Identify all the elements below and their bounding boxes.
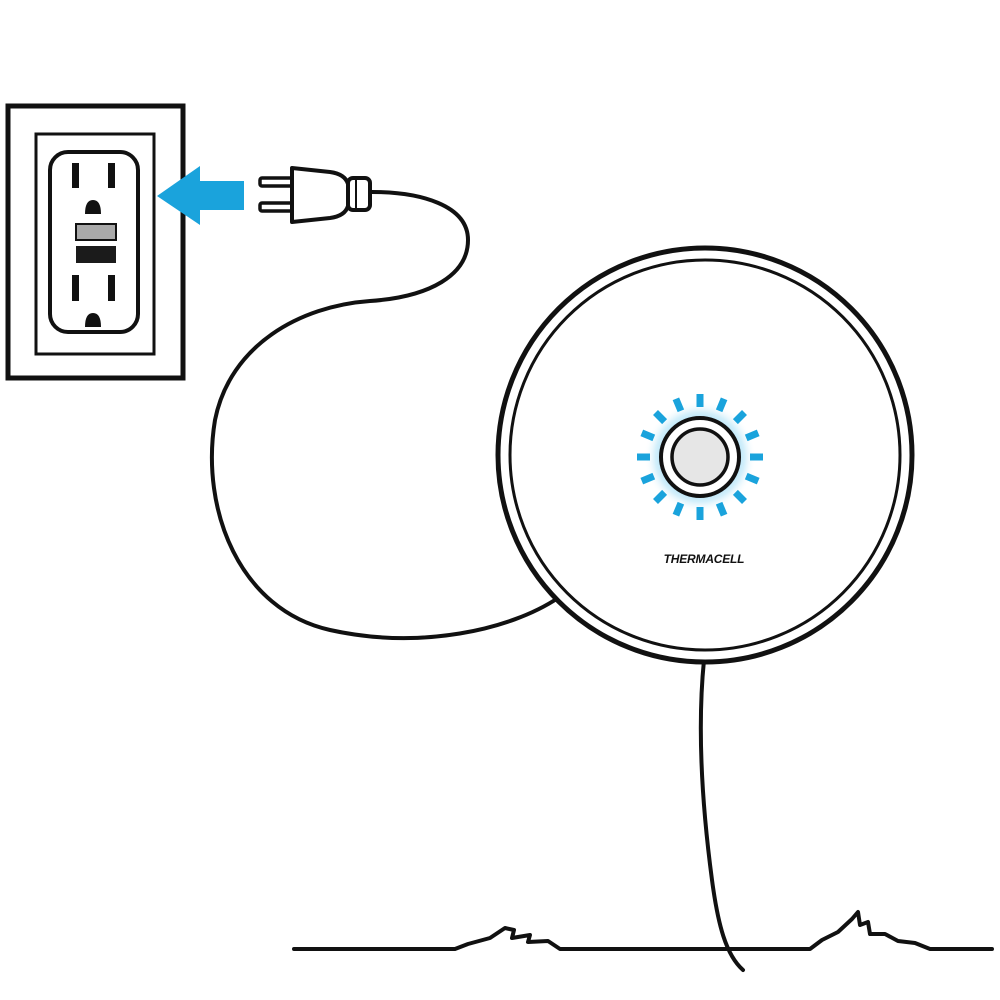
outlet-slot-left-top	[72, 163, 79, 188]
power-plug-icon	[258, 166, 372, 224]
indicator-ray	[744, 429, 760, 442]
outlet-test-button	[75, 223, 117, 241]
insert-arrow-icon	[157, 166, 244, 225]
indicator-ray	[640, 472, 656, 485]
indicator-rays	[637, 394, 763, 520]
gfci-wall-outlet-icon	[5, 103, 186, 381]
indicator-ray	[653, 489, 668, 504]
outlet-ground-top	[85, 200, 101, 214]
power-cord	[210, 190, 560, 640]
outlet-slot-left-bottom	[72, 275, 79, 301]
device-power-cord	[698, 658, 745, 972]
outlet-receptacle	[48, 150, 140, 334]
indicator-ray	[672, 501, 685, 517]
outlet-slot-right-bottom	[108, 275, 115, 301]
indicator-ray	[715, 501, 728, 517]
outlet-ground-bottom	[85, 313, 101, 327]
indicator-ray	[640, 429, 656, 442]
power-button[interactable]	[670, 427, 730, 487]
power-light-indicator	[637, 394, 763, 520]
indicator-ray	[732, 489, 747, 504]
indicator-ray	[715, 397, 728, 413]
outlet-slot-right-top	[108, 163, 115, 188]
brand-logo: THERMACELL	[664, 552, 745, 566]
indicator-ray	[744, 472, 760, 485]
outlet-reset-button	[76, 246, 116, 263]
indicator-ray	[672, 397, 685, 413]
indicator-ray	[732, 410, 747, 425]
thermacell-device: THERMACELL	[495, 245, 915, 665]
ground-line	[292, 910, 994, 951]
indicator-ray	[653, 410, 668, 425]
